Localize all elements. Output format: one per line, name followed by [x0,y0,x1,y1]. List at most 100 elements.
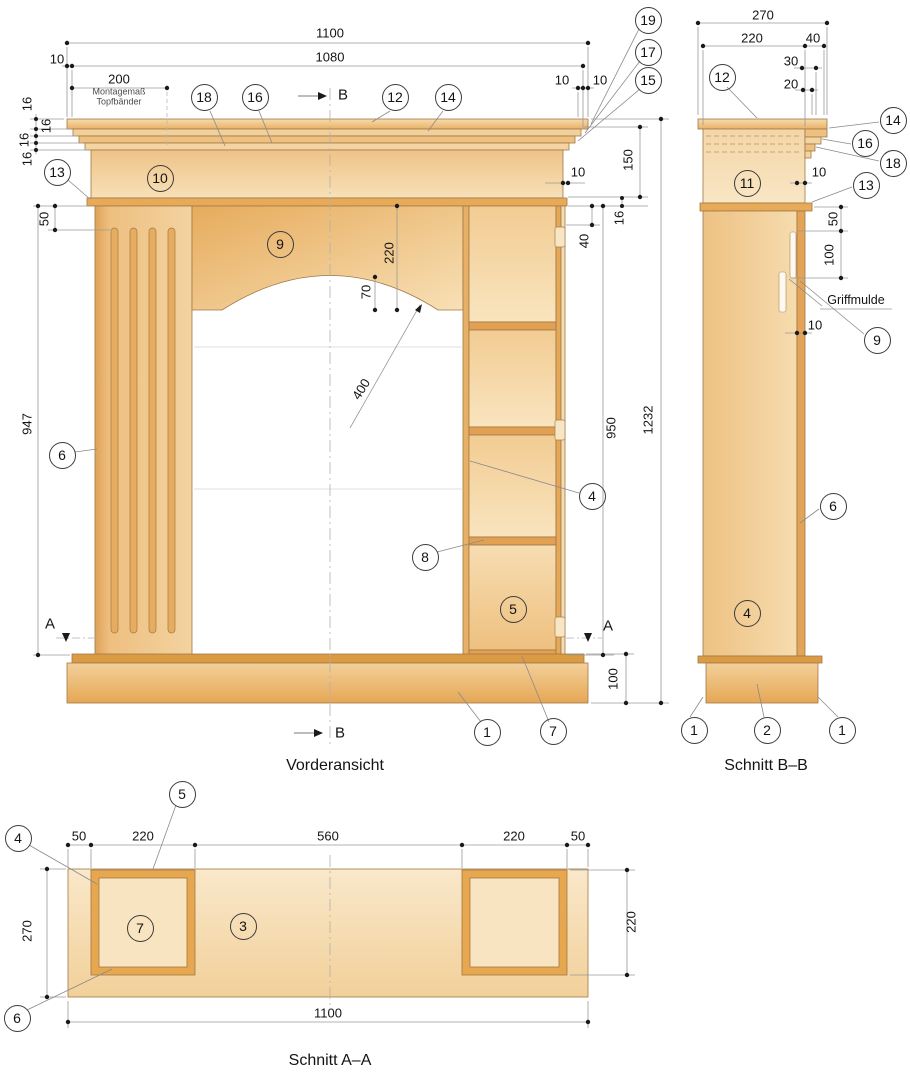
callout-6: 6 [819,492,847,520]
callout-16: 16 [241,83,269,111]
front-left-column [94,205,193,656]
callout-11: 11 [733,169,761,197]
callout-18: 18 [879,149,907,177]
side-molding-step-3 [804,143,816,152]
column-flute [110,227,119,634]
callout-4: 4 [4,824,32,852]
dim-label-16: 16 [16,132,32,148]
section-b-title: Schnitt B–B [724,757,808,774]
dim-label-947: 947 [19,413,35,435]
dim-label-150: 150 [620,149,636,171]
dim-label-220: 220 [132,828,154,844]
mounting-note-line1: Montagemaß [92,86,146,97]
dim-label-16: 16 [38,118,54,134]
front-plinth [66,662,589,704]
dim-label-220: 220 [381,242,397,264]
dim-label-16: 16 [19,96,35,112]
callout-15: 15 [634,66,662,94]
callout-1: 1 [680,716,708,744]
callout-9: 9 [266,230,294,258]
dim-label-10: 10 [570,164,586,180]
cabinet-shelf-2 [468,426,557,436]
dim-label-50: 50 [570,828,586,844]
side-top-board [697,118,828,130]
dim-label-1232: 1232 [640,405,656,435]
a-arrow-left [62,633,70,642]
callout-13: 13 [852,171,880,199]
dim-label-20: 20 [783,76,799,92]
mounting-note-line2: Topfbänder [96,97,142,107]
callout-17: 17 [634,38,662,66]
dim-label-220: 220 [623,911,639,933]
griffmulde-label: Griffmulde [827,293,885,307]
column-flute [148,227,157,634]
callout-9: 9 [863,326,891,354]
mounting-note: Montagemaß Topfbänder [92,87,145,108]
callout-8: 8 [411,543,439,571]
side-molding-step-4 [804,150,812,159]
column-flute [167,227,176,634]
front-view-title: Vorderansicht [286,757,384,774]
callout-6: 6 [3,1004,31,1032]
dim-label-40: 40 [576,233,592,249]
callout-4: 4 [578,482,606,510]
dim-label-70: 70 [358,284,374,300]
side-plinth [705,662,819,704]
dim-label-10: 10 [49,51,65,67]
front-molding-step-1 [72,128,582,137]
dim-label-10: 10 [554,72,570,88]
front-molding-step-3 [84,142,570,151]
section-a-right-column-panel [469,877,560,968]
dim-label-1080: 1080 [315,49,345,65]
side-base-board [697,655,823,664]
callout-6: 6 [48,441,76,469]
dim-label-50: 50 [825,211,841,227]
callout-5: 5 [499,595,527,623]
callout-12: 12 [381,83,409,111]
b-arrow-top [318,92,327,100]
callout-2: 2 [753,716,781,744]
callout-19: 19 [634,6,662,34]
dim-label-1100: 1100 [314,1005,342,1021]
dimension-lines [30,22,892,1028]
callout-5: 5 [168,780,196,808]
front-top-board [66,118,589,130]
dim-label-270: 270 [752,7,774,23]
dim-label-200: 200 [108,71,130,87]
callout-7: 7 [126,914,154,942]
callout-7: 7 [539,717,567,745]
section-marker-b-bottom: B [334,724,346,742]
side-molding-step-1 [804,128,828,138]
section-marker-a-right: A [602,617,614,635]
radius-arrow [415,304,422,313]
callout-4: 4 [733,599,761,627]
callout-14: 14 [879,106,907,134]
section-a-title: Schnitt A–A [288,1052,372,1069]
dim-label-50: 50 [36,211,52,227]
dimension-dots [34,20,844,1025]
cabinet-shelf-1 [468,321,557,331]
side-molding-step-2 [804,136,822,145]
cabinet-shelf-3 [468,536,557,546]
cabinet-left-stile [462,205,470,656]
dim-label-1100: 1100 [316,25,344,41]
callout-3: 3 [229,912,257,940]
callout-1: 1 [473,718,501,746]
column-flute [129,227,138,634]
dim-label-10: 10 [811,164,827,180]
center-lines [56,88,602,1007]
dim-label-16: 16 [611,210,627,226]
dim-label-560: 560 [317,828,339,844]
section-marker-a-left: A [44,615,56,633]
side-ledge-board [699,202,813,212]
cabinet-compartment-1 [468,205,557,323]
callout-13: 13 [43,158,71,186]
hidden-dashed-lines [166,92,802,490]
front-molding-step-2 [78,135,576,144]
callout-12: 12 [708,63,736,91]
dim-label-16: 16 [19,151,35,167]
dim-label-270: 270 [19,920,35,942]
dim-label-10: 10 [807,317,823,333]
cabinet-compartment-3 [468,434,557,538]
